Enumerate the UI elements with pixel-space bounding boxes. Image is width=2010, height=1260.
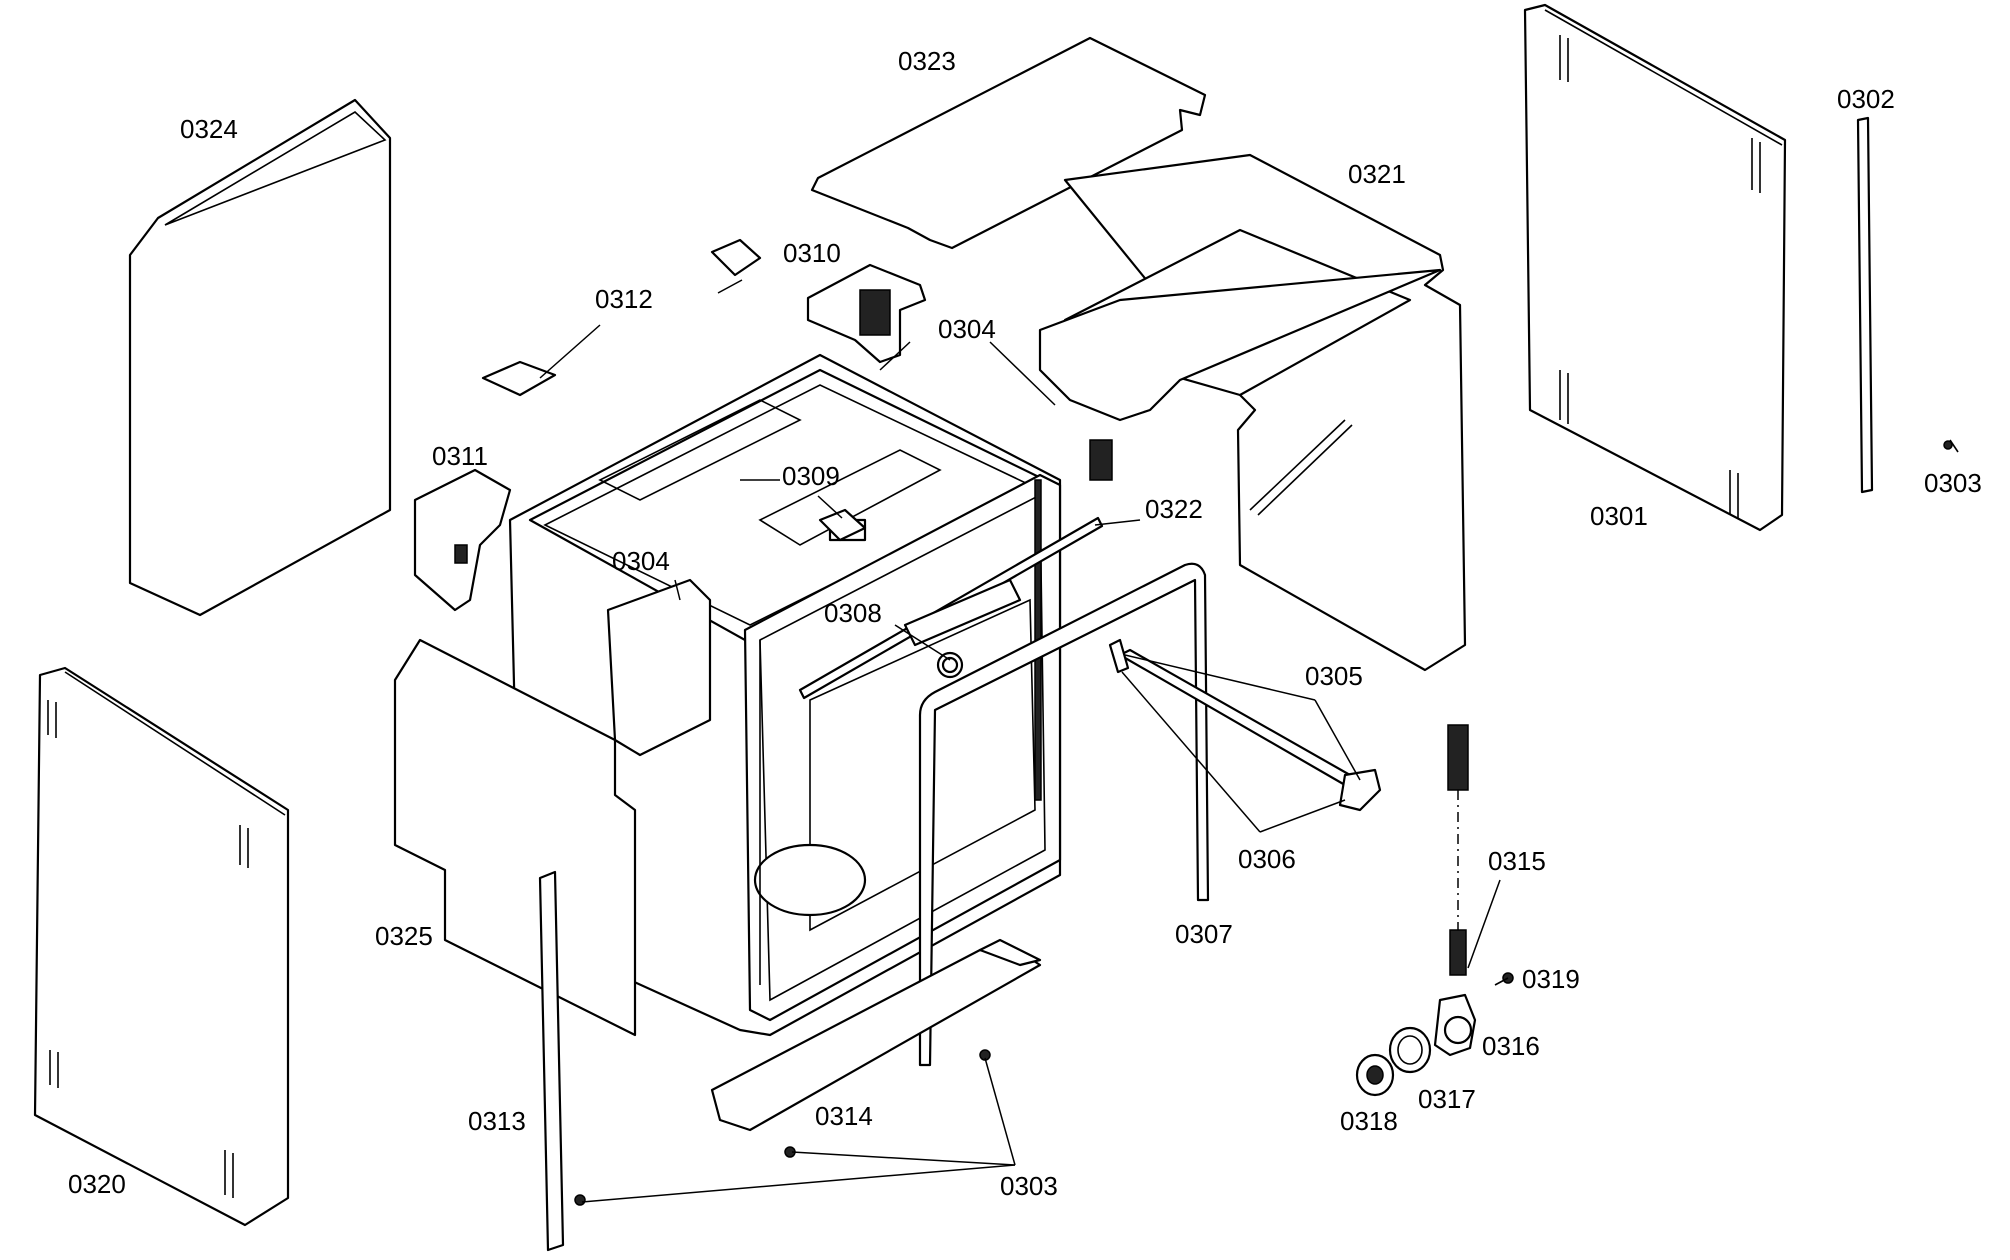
label-0311: 0311 xyxy=(432,441,488,471)
label-0322: 0322 xyxy=(1145,494,1203,524)
label-0303-right: 0303 xyxy=(1924,468,1982,498)
part-0312-hinge-bracket[interactable] xyxy=(481,238,762,397)
label-0319: 0319 xyxy=(1522,964,1580,994)
label-0306: 0306 xyxy=(1238,844,1296,874)
part-0310-control-bracket[interactable] xyxy=(806,263,927,364)
part-0307-door-seal[interactable] xyxy=(918,562,1210,1067)
label-0324: 0324 xyxy=(180,114,238,144)
part-0314-base-rail[interactable] xyxy=(710,938,1042,1132)
part-0320-side-panel[interactable] xyxy=(33,666,290,1227)
label-0314: 0314 xyxy=(815,1101,873,1131)
label-0312: 0312 xyxy=(595,284,653,314)
label-0320: 0320 xyxy=(68,1169,126,1199)
part-0301-door-panel[interactable] xyxy=(1523,3,1787,532)
part-labels: 0324 0323 0321 0302 0303 0301 0310 0312 … xyxy=(68,46,1982,1201)
label-0310: 0310 xyxy=(783,238,841,268)
label-0313: 0313 xyxy=(468,1106,526,1136)
part-0311-bracket[interactable] xyxy=(413,468,512,612)
label-0315: 0315 xyxy=(1488,846,1546,876)
part-0324-side-panel[interactable] xyxy=(128,98,392,617)
label-0317: 0317 xyxy=(1418,1084,1476,1114)
part-0319-screw[interactable] xyxy=(1494,972,1514,986)
label-0303-bottom: 0303 xyxy=(1000,1171,1058,1201)
part-0305-hinge-arm[interactable] xyxy=(1108,638,1382,812)
label-0316: 0316 xyxy=(1482,1031,1540,1061)
label-0305: 0305 xyxy=(1305,661,1363,691)
part-0318-nut[interactable] xyxy=(1355,1053,1395,1097)
part-0316-valve[interactable] xyxy=(1433,993,1477,1057)
part-0313-seal-strip[interactable] xyxy=(538,870,565,1252)
part-0315-spring[interactable] xyxy=(1447,724,1469,976)
part-0325-front-panel[interactable] xyxy=(393,638,637,1037)
part-0308-strip[interactable] xyxy=(903,578,1022,674)
part-0323-top-plate[interactable] xyxy=(810,36,1207,250)
label-0302: 0302 xyxy=(1837,84,1895,114)
label-0304-mid: 0304 xyxy=(612,546,670,576)
part-0317-ring[interactable] xyxy=(1388,1026,1432,1074)
label-0304-top: 0304 xyxy=(938,314,996,344)
label-0308: 0308 xyxy=(824,598,882,628)
label-0323: 0323 xyxy=(898,46,956,76)
label-0301: 0301 xyxy=(1590,501,1648,531)
label-0318: 0318 xyxy=(1340,1106,1398,1136)
part-0303-screw-right[interactable] xyxy=(1943,439,1959,453)
leader-lines xyxy=(539,279,1501,1203)
part-0321-insulation[interactable] xyxy=(1038,153,1467,672)
label-0321: 0321 xyxy=(1348,159,1406,189)
label-0325: 0325 xyxy=(375,921,433,951)
label-0307: 0307 xyxy=(1175,919,1233,949)
label-0309: 0309 xyxy=(782,461,840,491)
part-0302-trim-strip[interactable] xyxy=(1856,116,1874,494)
